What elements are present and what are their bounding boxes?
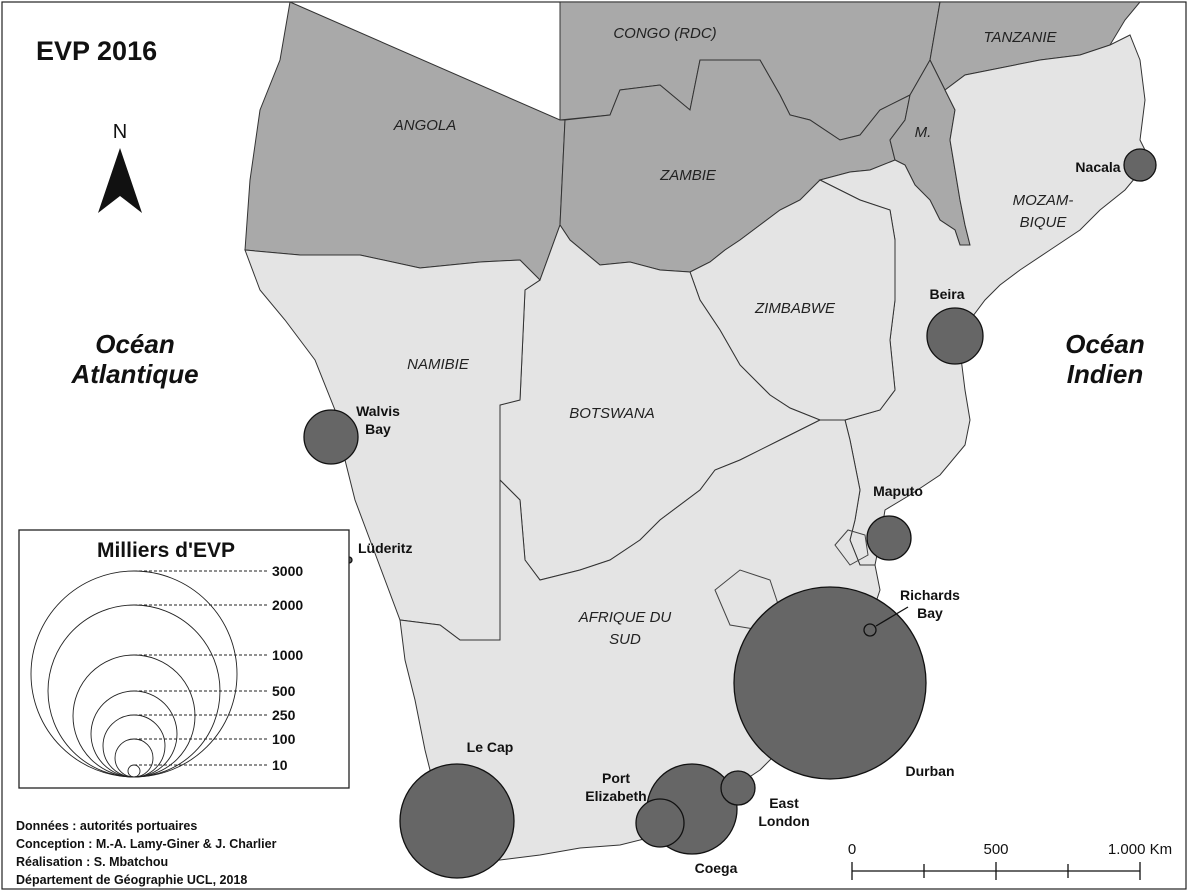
legend-leaders [134, 570, 268, 766]
label-malawi: M. [915, 124, 932, 141]
border-eswatini [834, 529, 869, 566]
port-label-portelizabeth-line2: Elizabeth [585, 788, 646, 804]
credit-departement: Département de Géographie UCL, 2018 [16, 873, 247, 887]
ocean-indien-line2: Indien [1067, 359, 1144, 389]
north-arrow-icon [98, 148, 142, 213]
label-tanzanie: TANZANIE [983, 29, 1057, 46]
port-circle-nacala [1123, 148, 1157, 182]
label-angola: ANGOLA [393, 117, 457, 134]
credit-donnees: Données : autorités portuaires [16, 819, 197, 833]
credit-conception: Conception : M.-A. Lamy-Giner & J. Charl… [16, 837, 277, 851]
port-circle-richards [863, 623, 877, 637]
port-label-luderitz: Lüderitz [358, 540, 412, 556]
port-circle-walvis [303, 409, 359, 465]
legend-value-250: 250 [272, 707, 296, 723]
label-namibie: NAMIBIE [407, 356, 470, 373]
label-afrique-du-sud-line2: SUD [609, 631, 641, 648]
port-label-beira: Beira [929, 286, 964, 302]
scale-label-500: 500 [983, 841, 1008, 858]
label-afrique-du-sud-line1: AFRIQUE DU [578, 609, 672, 626]
ocean-indien-line1: Océan [1065, 329, 1145, 359]
port-label-durban: Durban [906, 763, 955, 779]
port-label-richards-line1: Richards [900, 587, 960, 603]
label-mozambique-line1: MOZAM- [1013, 192, 1074, 209]
label-botswana: BOTSWANA [569, 405, 655, 422]
port-label-eastlondon-line1: East [769, 795, 799, 811]
port-label-walvis-line1: Walvis [356, 403, 400, 419]
map-title: EVP 2016 [36, 36, 157, 66]
port-label-maputo: Maputo [873, 483, 923, 499]
legend-value-2000: 2000 [272, 597, 303, 613]
label-zimbabwe: ZIMBABWE [754, 300, 836, 317]
legend: Milliers d'EVP 3000 2000 1000 500 250 10… [18, 529, 350, 789]
scale-bar [851, 862, 1141, 880]
port-circle-eastlondon [720, 770, 756, 806]
richards-leader-line [875, 606, 909, 627]
port-label-eastlondon-line2: London [758, 813, 809, 829]
legend-value-500: 500 [272, 683, 296, 699]
scale-label-0: 0 [848, 841, 856, 858]
port-label-richards-line2: Bay [917, 605, 943, 621]
port-label-lecap: Le Cap [467, 739, 514, 755]
ocean-atlantique-line1: Océan [95, 329, 175, 359]
ocean-atlantique-line2: Atlantique [70, 359, 198, 389]
legend-value-100: 100 [272, 731, 296, 747]
port-label-portelizabeth-line1: Port [602, 770, 630, 786]
port-circle-maputo [866, 515, 912, 561]
port-circle-lecap [399, 763, 515, 879]
port-label-walvis-line2: Bay [365, 421, 391, 437]
legend-value-1000: 1000 [272, 647, 303, 663]
label-zambie: ZAMBIE [659, 167, 717, 184]
legend-title: Milliers d'EVP [97, 539, 235, 562]
port-label-coega: Coega [695, 860, 738, 876]
port-circle-beira [926, 307, 984, 365]
legend-value-3000: 3000 [272, 563, 303, 579]
label-mozambique-line2: BIQUE [1020, 214, 1068, 231]
port-circle-durban [733, 586, 927, 780]
label-congo: CONGO (RDC) [613, 25, 716, 42]
legend-box [18, 529, 350, 789]
port-circle-portelizabeth [635, 798, 685, 848]
legend-value-10: 10 [272, 757, 288, 773]
north-letter: N [113, 121, 127, 143]
port-label-nacala: Nacala [1075, 159, 1120, 175]
credit-realisation: Réalisation : S. Mbatchou [16, 855, 168, 869]
scale-label-1000: 1.000 Km [1108, 841, 1172, 858]
